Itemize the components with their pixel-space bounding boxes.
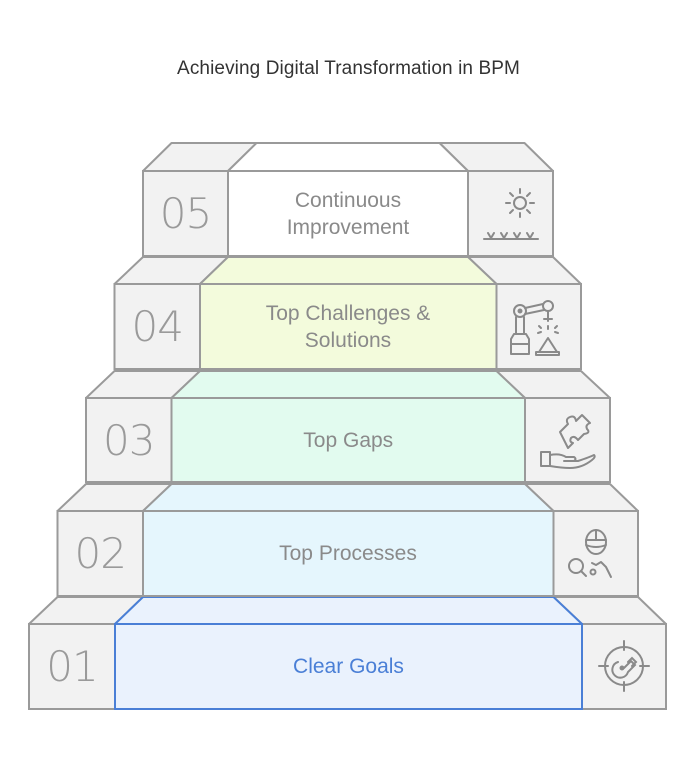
step-03-front bbox=[170, 397, 526, 483]
step-01-front bbox=[114, 623, 583, 710]
hand-puzzle-icon bbox=[540, 414, 596, 469]
worker-search-icon bbox=[568, 529, 612, 578]
step-03 bbox=[85, 370, 611, 483]
step-02-left-box bbox=[56, 510, 144, 597]
step-04-left-box bbox=[113, 283, 201, 370]
step-05 bbox=[142, 142, 554, 257]
step-number-03: 03 bbox=[103, 416, 155, 465]
step-label-05: Continuous Improvement bbox=[286, 188, 410, 239]
step-05-left-box bbox=[142, 170, 229, 257]
step-04-top-mid bbox=[199, 256, 498, 285]
step-number-05: 05 bbox=[159, 189, 212, 238]
target-key-icon bbox=[598, 640, 650, 692]
step-03-top-mid bbox=[170, 370, 526, 399]
step-04 bbox=[113, 256, 582, 370]
step-label-02: Top Processes bbox=[279, 542, 417, 565]
step-01-left-box bbox=[28, 623, 116, 710]
step-number-01: 01 bbox=[46, 642, 98, 691]
step-03-left-box bbox=[85, 397, 173, 483]
sun-grass-icon bbox=[483, 188, 539, 240]
robot-arm-icon bbox=[510, 300, 560, 356]
step-04-front bbox=[199, 283, 498, 370]
step-label-03: Top Gaps bbox=[303, 428, 394, 452]
step-03-right-box bbox=[524, 397, 611, 483]
step-number-02: 02 bbox=[74, 529, 127, 578]
step-05-front bbox=[227, 170, 469, 257]
diagram-title: Achieving Digital Transformation in BPM bbox=[177, 58, 520, 79]
step-label-01: Clear Goals bbox=[293, 655, 404, 678]
step-01-top-mid bbox=[114, 596, 583, 625]
step-02-top-mid bbox=[142, 483, 555, 512]
step-label-04: Top Challenges & Solutions bbox=[265, 301, 431, 352]
step-05-top-mid bbox=[227, 142, 469, 172]
step-02-front bbox=[142, 510, 555, 597]
step-number-04: 04 bbox=[131, 302, 184, 351]
